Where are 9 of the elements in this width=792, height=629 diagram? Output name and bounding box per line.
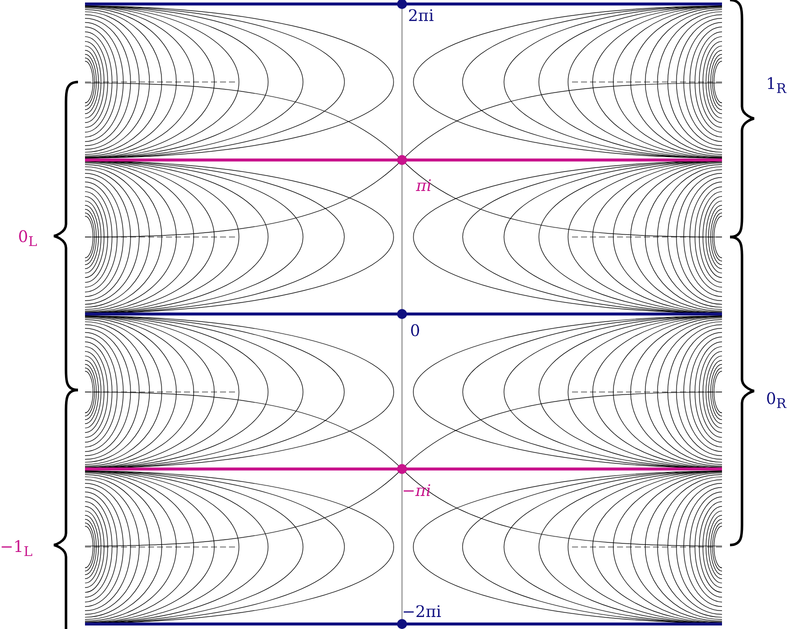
axis-label: 0$_{L}$: [18, 228, 38, 252]
axis-label: 1$_{R}$: [766, 75, 786, 100]
axis-label: 2πi: [408, 7, 434, 25]
axis-label: πi: [416, 177, 432, 195]
axis-label: 0$_{R}$: [766, 390, 786, 414]
axis-label: −1$_{L}$: [0, 538, 32, 562]
axis-label: −2πi: [402, 603, 442, 621]
axis-label: 0: [410, 322, 420, 340]
axis-label: −πi: [402, 482, 432, 500]
